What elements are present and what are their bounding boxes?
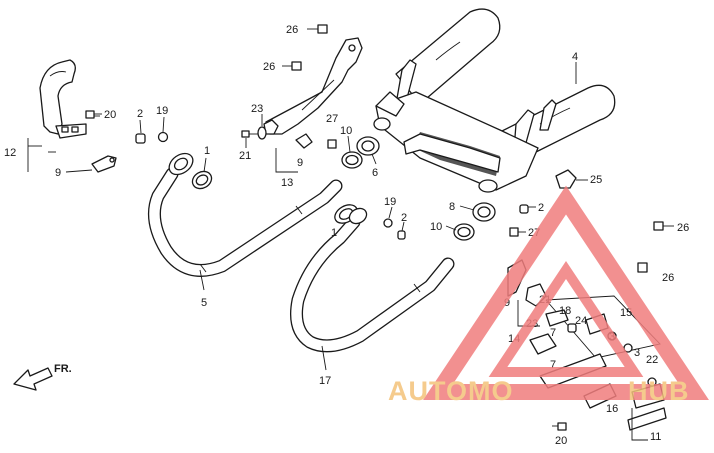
heat-shield-left xyxy=(39,59,87,139)
nut-2-right xyxy=(397,230,406,240)
bracket-9-center xyxy=(295,133,313,149)
label-part-3: 3 xyxy=(634,347,640,359)
label-part-12: 12 xyxy=(4,147,16,159)
nut-2-center xyxy=(519,204,529,214)
label-part-19: 19 xyxy=(156,105,168,117)
label-part-1: 1 xyxy=(204,145,210,157)
label-part-17: 17 xyxy=(319,375,331,387)
exhaust-pipe-17 xyxy=(290,204,455,353)
label-part-6: 6 xyxy=(372,167,378,179)
watermark: AUTOMO HUB xyxy=(388,185,709,406)
label-part-8: 8 xyxy=(449,201,455,213)
bolt-26-mid xyxy=(282,61,302,71)
bolt-19-right xyxy=(383,218,393,228)
joint-10-right xyxy=(453,223,475,241)
gasket-1-left xyxy=(191,170,213,190)
watermark-logo xyxy=(423,185,709,400)
clamp-6 xyxy=(356,136,380,156)
bolt-21-left xyxy=(241,130,258,138)
label-part-16: 16 xyxy=(606,403,618,415)
label-part-19: 19 xyxy=(384,196,396,208)
front-direction-label: FR. xyxy=(54,363,72,375)
label-part-2: 2 xyxy=(401,212,407,224)
label-part-24: 24 xyxy=(575,315,587,327)
label-part-26: 26 xyxy=(662,272,674,284)
gasket-1-right xyxy=(348,207,368,225)
bracket-9-left xyxy=(91,155,117,173)
label-part-27: 27 xyxy=(326,113,338,125)
bracket-25 xyxy=(555,169,577,189)
label-part-21: 21 xyxy=(239,150,251,162)
nut-2-left xyxy=(135,133,146,144)
label-part-2: 2 xyxy=(538,202,544,214)
label-part-25: 25 xyxy=(590,174,602,186)
label-part-9: 9 xyxy=(55,167,61,179)
bracket-11-marker xyxy=(631,408,648,441)
label-part-1: 1 xyxy=(331,227,337,239)
label-part-23: 23 xyxy=(251,103,263,115)
bolt-19-left xyxy=(157,131,169,143)
bolt-26-right xyxy=(653,221,674,231)
bolt-26-top xyxy=(307,24,328,34)
bracket-13-marker xyxy=(275,148,298,173)
label-part-26: 26 xyxy=(677,222,689,234)
bolt-27-center xyxy=(509,227,519,237)
label-part-11: 11 xyxy=(650,431,661,443)
bracket-12-marker xyxy=(27,138,42,172)
label-part-13: 13 xyxy=(281,177,293,189)
bolt-27-left xyxy=(327,139,337,149)
step-bracket-13 xyxy=(263,37,363,135)
watermark-text-right: HUB xyxy=(628,376,690,406)
joint-8 xyxy=(472,202,496,222)
muffler-4 xyxy=(373,8,616,193)
bolt-20-top xyxy=(85,110,102,119)
bolt-20-bottom xyxy=(552,422,567,431)
label-part-20: 20 xyxy=(555,435,567,447)
label-part-9: 9 xyxy=(297,157,303,169)
joint-10-left xyxy=(341,151,363,169)
label-part-20: 20 xyxy=(104,109,116,121)
label-part-26: 26 xyxy=(263,61,275,73)
exhaust-pipe-5 xyxy=(147,152,343,277)
label-part-5: 5 xyxy=(201,297,207,309)
label-part-9: 9 xyxy=(504,297,510,309)
label-part-18: 18 xyxy=(559,305,571,317)
label-part-10: 10 xyxy=(430,221,442,233)
label-part-22: 22 xyxy=(646,354,658,366)
part-labels: 1 1 2 2 2 3 3 4 5 6 7 7 8 9 9 9 10 10 11… xyxy=(4,24,689,447)
label-part-15: 15 xyxy=(620,307,632,319)
watermark-text-left: AUTOMO xyxy=(388,376,514,406)
label-part-26: 26 xyxy=(286,24,298,36)
label-part-10: 10 xyxy=(340,125,352,137)
bolt-26-lower-right xyxy=(637,262,648,273)
label-part-7: 7 xyxy=(550,359,556,371)
washer-23-left xyxy=(257,126,267,140)
label-part-7: 7 xyxy=(550,327,556,339)
label-part-4: 4 xyxy=(572,51,578,63)
front-direction-arrow: FR. xyxy=(13,363,72,391)
leader-lines xyxy=(48,62,588,371)
label-part-2: 2 xyxy=(137,108,143,120)
